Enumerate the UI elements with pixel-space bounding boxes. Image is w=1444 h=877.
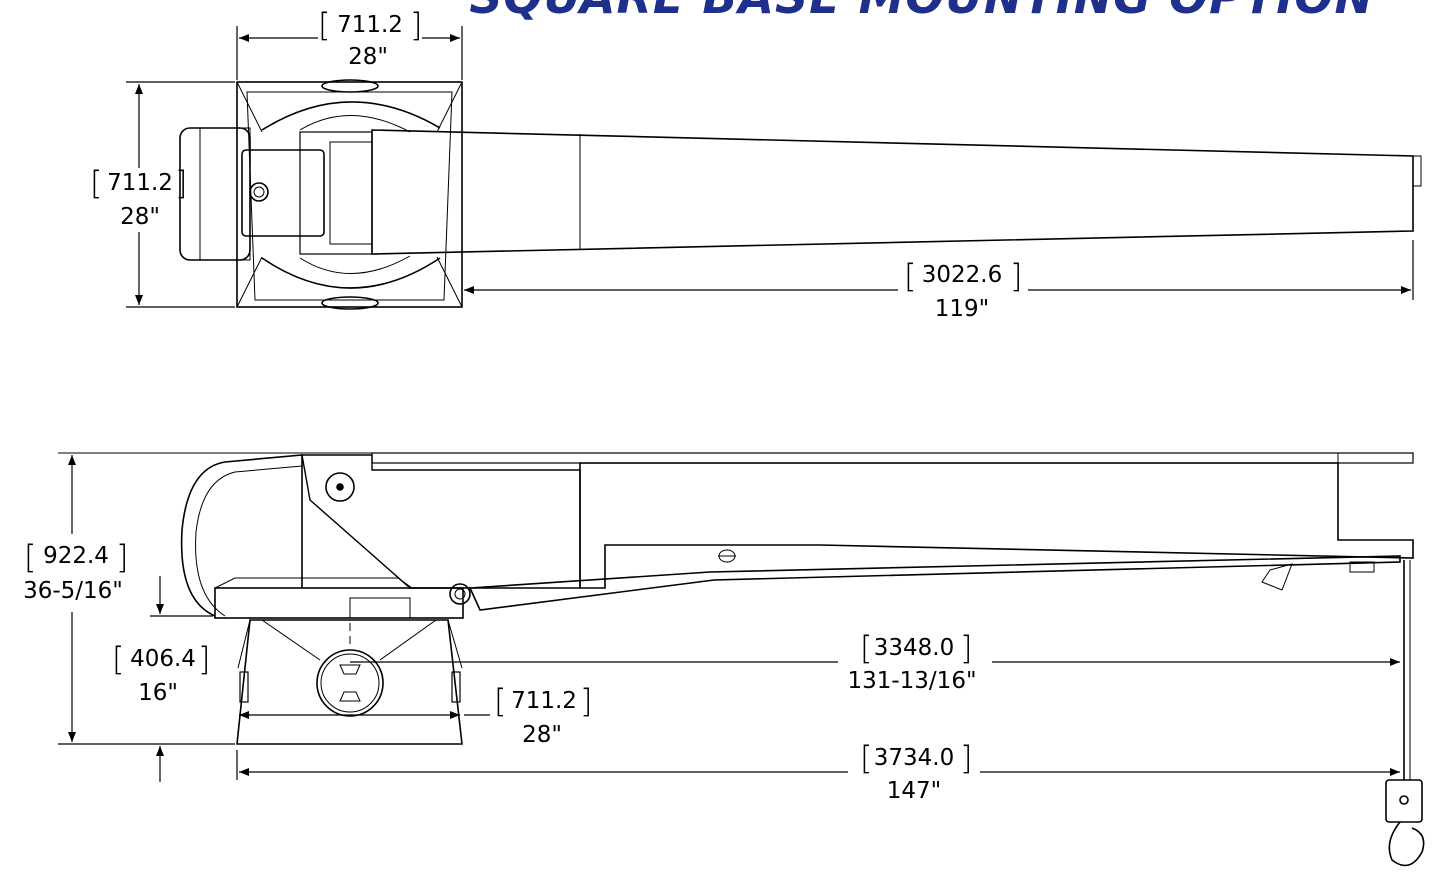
side-boom-pivot-pin — [325, 472, 355, 502]
dim-top-width-mm: 711.2 — [337, 12, 403, 38]
side-motor-cowl — [180, 454, 303, 617]
svg-text:]: ] — [198, 640, 210, 678]
side-hydraulic-cylinder — [468, 555, 1401, 611]
dim-base-height-in: 16" — [138, 680, 178, 706]
drawing-title: SQUARE BASE MOUNTING OPTION — [469, 0, 1374, 24]
side-rotation-bearing — [316, 649, 384, 717]
top-access-knob — [249, 182, 269, 202]
top-base-plate — [236, 81, 463, 308]
dim-top-depth-mm: 711.2 — [107, 170, 173, 196]
svg-text:[: [ — [24, 538, 36, 576]
side-hook-block — [1385, 779, 1423, 823]
top-motor-housing — [179, 127, 251, 261]
top-view — [179, 79, 1422, 310]
dim-top-base-depth: [ 711.2 ] 28" — [90, 164, 187, 230]
side-view — [180, 452, 1425, 867]
svg-text:[: [ — [904, 257, 916, 295]
side-view-dimensions — [58, 452, 1413, 782]
svg-text:]: ] — [116, 538, 128, 576]
svg-text:]: ] — [580, 682, 592, 720]
dim-length-mm: 3734.0 — [874, 745, 954, 771]
svg-text:[: [ — [112, 640, 124, 678]
dim-boom-reach: [ 3022.6 ] 119" — [904, 257, 1022, 322]
svg-text:[: [ — [860, 629, 872, 667]
svg-text:[: [ — [494, 682, 506, 720]
dim-overall-height: [ 922.4 ] 36-5/16" — [23, 538, 128, 604]
dim-length-in: 147" — [887, 778, 941, 804]
dim-base-height: [ 406.4 ] 16" — [112, 640, 210, 706]
dim-side-base-width: [ 711.2 ] 28" — [494, 682, 592, 748]
dim-center-to-hook: [ 3348.0 ] 131-13/16" — [847, 629, 976, 694]
dim-top-depth-in: 28" — [120, 204, 160, 230]
svg-text:]: ] — [960, 629, 972, 667]
svg-text:]: ] — [960, 739, 972, 777]
dim-top-width-in: 28" — [348, 44, 388, 70]
dim-height-mm: 922.4 — [43, 543, 109, 569]
side-mast-plate — [214, 587, 464, 619]
dim-side-width-in: 28" — [522, 722, 562, 748]
svg-text:[: [ — [860, 739, 872, 777]
dim-center-hook-in: 131-13/16" — [847, 668, 976, 694]
side-boom — [579, 462, 1414, 589]
side-pedestal-base — [236, 619, 463, 745]
dim-center-hook-mm: 3348.0 — [874, 635, 954, 661]
svg-text:]: ] — [410, 6, 422, 44]
side-view-labels: [ 922.4 ] 36-5/16" [ 406.4 ] 16" [ 711.2… — [23, 538, 976, 804]
side-cylinder-pin — [449, 583, 471, 605]
dim-reach-mm: 3022.6 — [922, 262, 1002, 288]
side-lifting-hook — [1388, 821, 1425, 867]
svg-text:]: ] — [175, 164, 187, 202]
dim-base-height-mm: 406.4 — [130, 646, 196, 672]
svg-text:[: [ — [90, 164, 102, 202]
top-view-labels: [ 711.2 ] 28" [ 711.2 ] 28" [ 3022.6 ] 1… — [90, 6, 1022, 322]
svg-text:[: [ — [318, 6, 330, 44]
bottom-bolt-hole — [321, 296, 379, 310]
top-boom — [371, 129, 1414, 255]
dim-side-width-mm: 711.2 — [511, 688, 577, 714]
top-bolt-hole — [321, 79, 379, 93]
top-cover-plate — [241, 149, 325, 237]
svg-text:]: ] — [1010, 257, 1022, 295]
dim-height-in: 36-5/16" — [23, 578, 123, 604]
dim-top-base-width: [ 711.2 ] 28" — [318, 6, 422, 70]
dim-overall-length: [ 3734.0 ] 147" — [860, 739, 972, 804]
top-view-dimensions — [126, 26, 1414, 308]
dim-reach-in: 119" — [935, 296, 989, 322]
